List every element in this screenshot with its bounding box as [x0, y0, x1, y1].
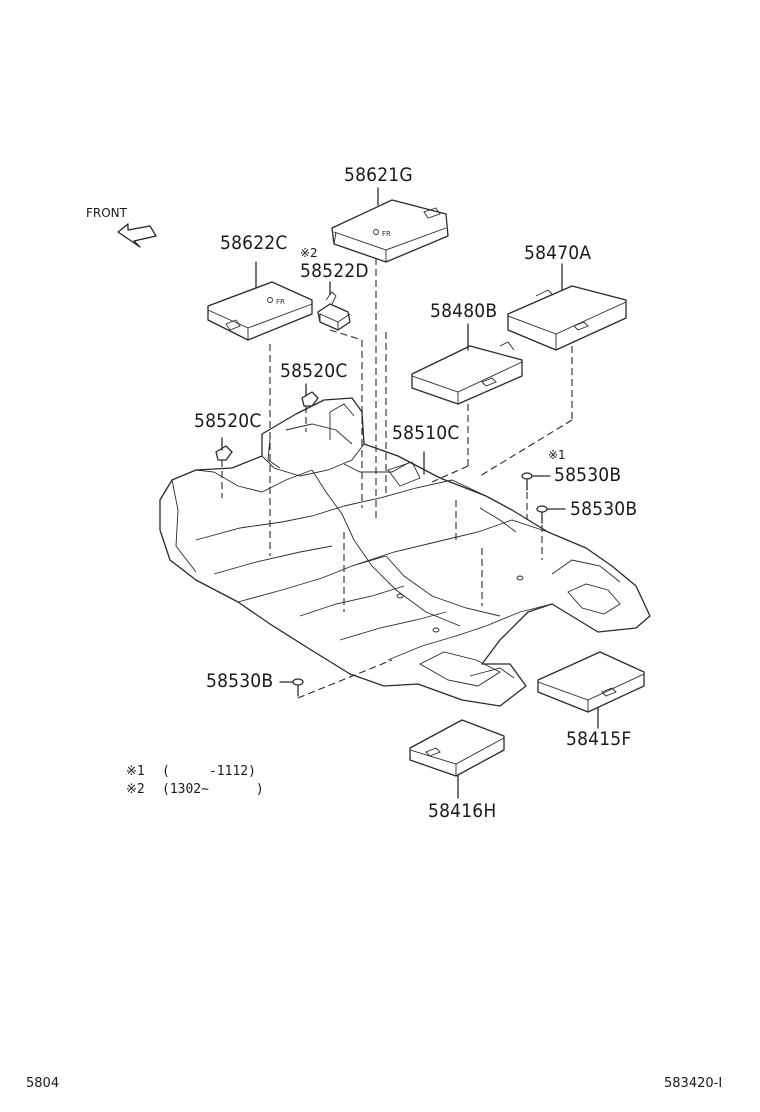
part-58520c-upper-shape [301, 383, 319, 407]
callout-58520c-upper[interactable]: 58520C [280, 360, 348, 382]
part-58510c-floor-carpet-shape [159, 397, 651, 707]
part-58622c-shape: FR [207, 261, 313, 341]
part-58415f-shape [537, 651, 645, 729]
callout-58530b-2[interactable]: 58530B [570, 498, 638, 520]
callout-58530b-3[interactable]: 58530B [206, 670, 274, 692]
callout-58520c-lower[interactable]: 58520C [194, 410, 262, 432]
svg-text:FR: FR [382, 230, 391, 238]
part-58530b-clip-1-shape [521, 472, 551, 491]
part-58530b-clip-2-shape [536, 505, 566, 524]
front-arrow-icon [117, 223, 157, 248]
footer-right-code: 583420-I [664, 1076, 723, 1091]
callout-58510c[interactable]: 58510C [392, 422, 460, 444]
callout-58416h[interactable]: 58416H [428, 800, 497, 822]
callout-58470a[interactable]: 58470A [524, 242, 592, 264]
callout-58415f[interactable]: 58415F [566, 728, 632, 750]
part-58416h-shape [409, 719, 505, 799]
part-58621g-shape: FR [331, 187, 449, 263]
callout-58522d[interactable]: 58522D [300, 260, 369, 282]
note-1-range: ( -1112) [162, 764, 256, 779]
front-label: FRONT [86, 206, 127, 220]
part-58530b-clip-3-shape [279, 678, 304, 697]
callout-58480b[interactable]: 58480B [430, 300, 498, 322]
part-58470a-shape [507, 263, 627, 351]
callout-58621g[interactable]: 58621G [344, 164, 413, 186]
footer-left-code: 5804 [26, 1076, 60, 1091]
note-1-marker: ※1 [126, 764, 145, 779]
callout-58530b-1[interactable]: 58530B [554, 464, 622, 486]
callout-58530b-marker: ※1 [548, 448, 566, 462]
alignment-lines [221, 258, 573, 699]
note-2-marker: ※2 [126, 782, 145, 797]
note-2-range: (1302~ ) [162, 782, 264, 797]
part-58520c-lower-shape [215, 437, 233, 461]
svg-text:FR: FR [276, 298, 285, 306]
part-58522d-shape [317, 281, 351, 331]
callout-58622c[interactable]: 58622C [220, 232, 288, 254]
part-58480b-shape [411, 323, 523, 405]
callout-58522d-marker: ※2 [300, 246, 318, 260]
